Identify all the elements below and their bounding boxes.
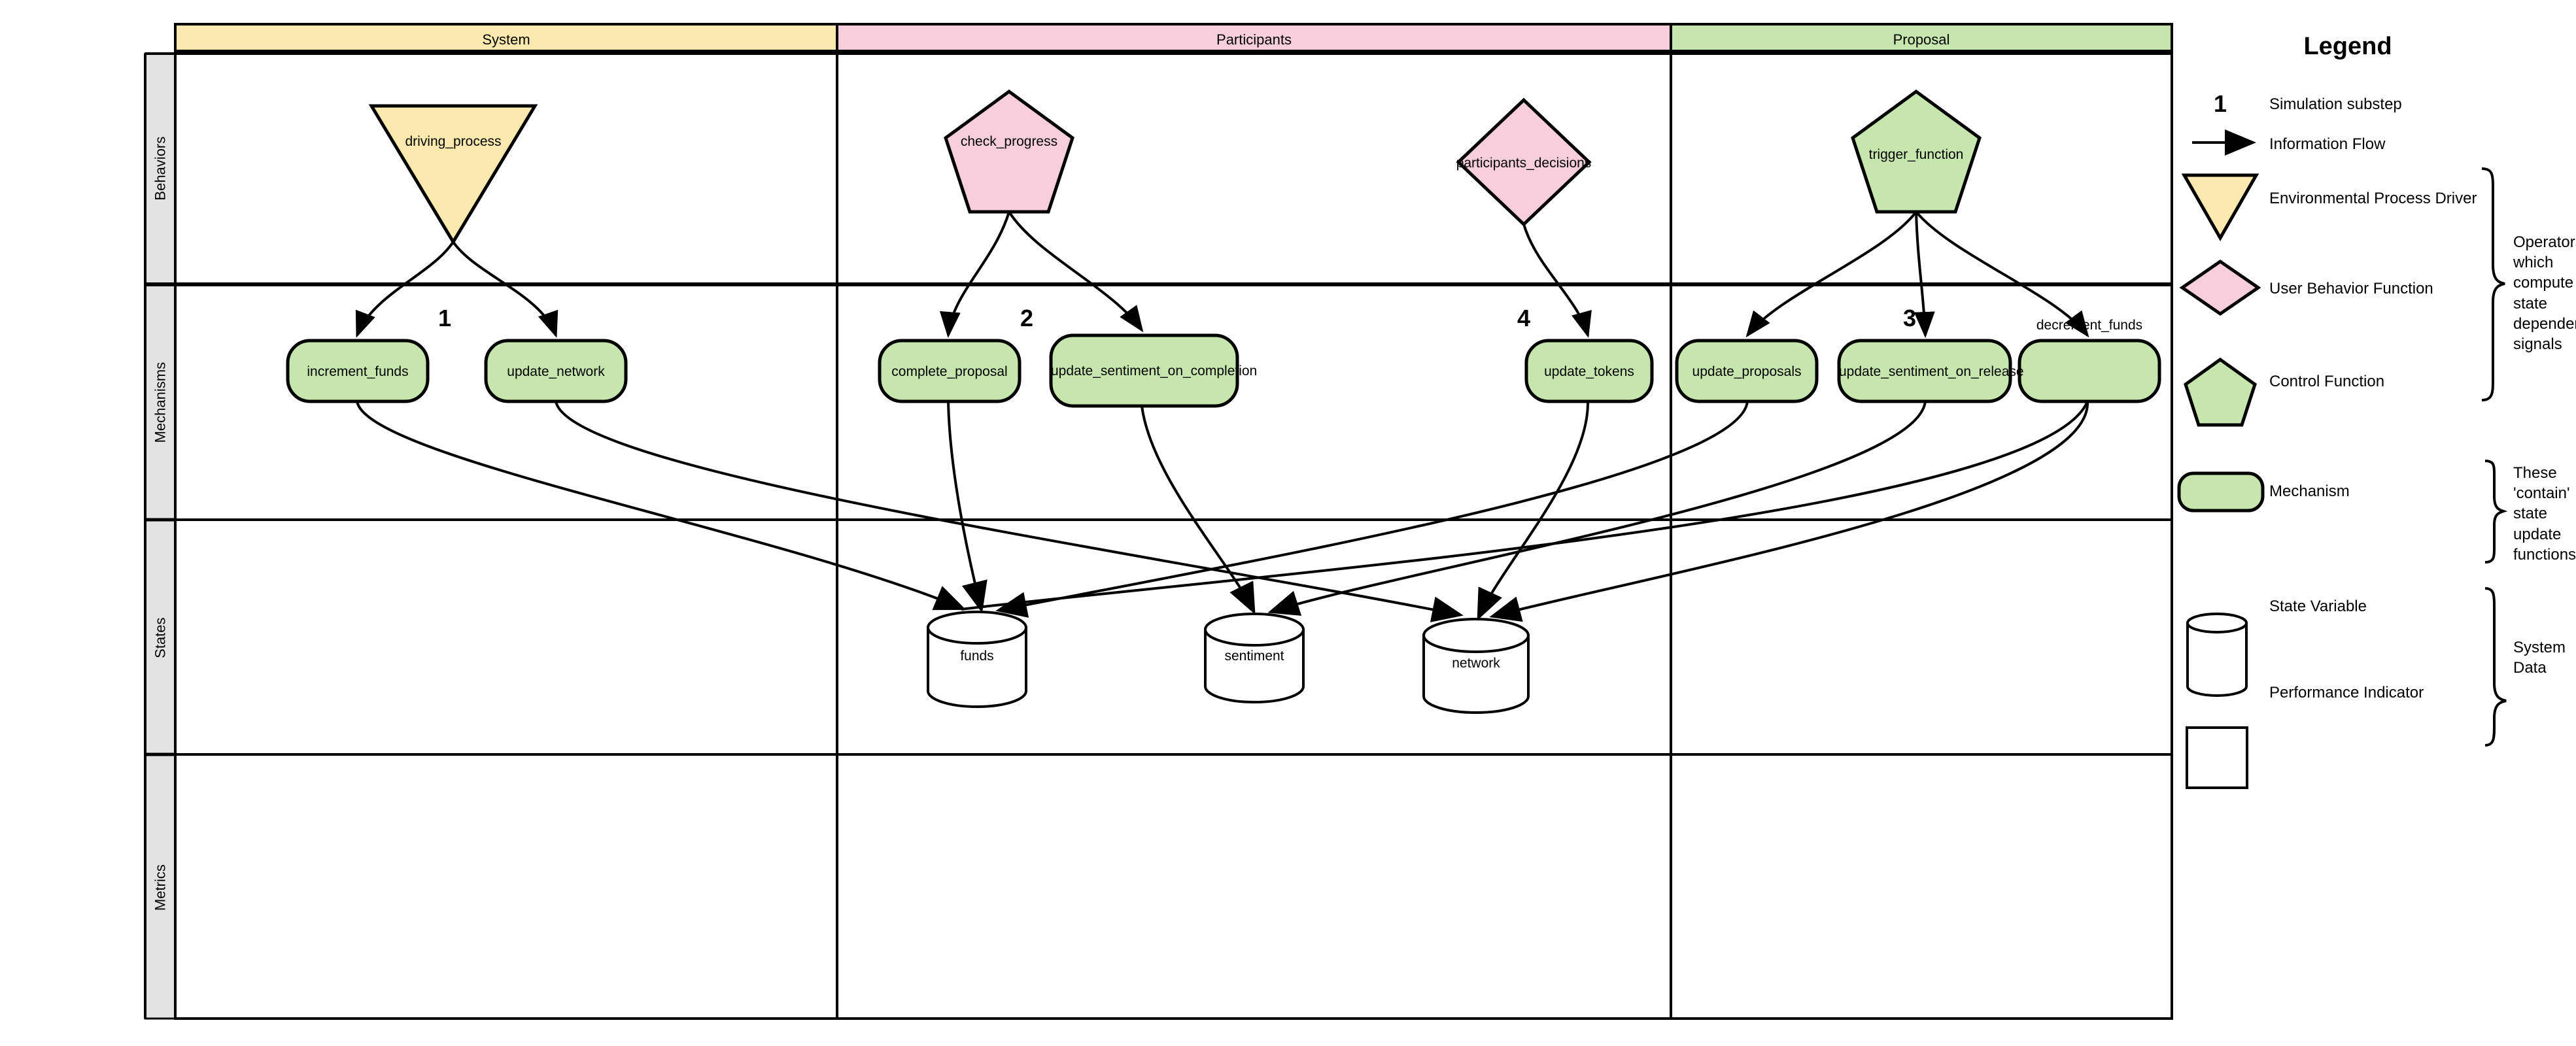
legend-diamond-icon	[2179, 259, 2261, 316]
behavior-shape-check-progress	[944, 89, 1074, 214]
legend-brace-mechanism	[2484, 460, 2508, 564]
state-shape-sentiment	[1204, 613, 1305, 703]
edge-trigger-function-to-update-sentiment-on-release	[1914, 211, 1935, 338]
column-header-participants	[836, 23, 1672, 52]
legend-rounded-rect-icon	[2177, 471, 2265, 513]
row-label-bg-states	[144, 519, 177, 755]
edge-increment-funds-to-funds	[356, 401, 967, 611]
mechanism-shape-update-network	[484, 339, 628, 403]
mechanism-shape-update-tokens	[1524, 339, 1654, 403]
behavior-shape-driving-process	[368, 104, 538, 245]
edge-check-progress-to-complete-proposal	[939, 211, 1010, 338]
mechanism-shape-update-proposals	[1675, 339, 1819, 403]
legend-triangle-down-icon	[2181, 173, 2259, 242]
edge-participants-decisions-to-update-tokens	[1522, 224, 1592, 338]
edge-update-sentiment-on-completion-to-sentiment	[1141, 405, 1256, 615]
edge-decrement-funds-to-funds	[961, 401, 2089, 611]
behavior-shape-participants-decisions	[1456, 97, 1592, 227]
edge-update-proposals-to-funds	[995, 401, 1749, 618]
column-header-proposal	[1670, 23, 2173, 52]
edge-trigger-function-to-update-proposals	[1745, 211, 1917, 338]
edge-decrement-funds-to-network	[1489, 401, 2089, 622]
state-shape-network	[1422, 618, 1530, 714]
row-label-bg-metrics	[144, 754, 177, 1020]
edge-trigger-function-to-decrement-funds	[1915, 211, 2089, 338]
edge-complete-proposal-to-funds	[947, 401, 987, 613]
behavior-shape-trigger-function	[1851, 89, 1982, 214]
edge-check-progress-to-update-sentiment-on-completion	[1008, 211, 1144, 333]
legend-brace-operators	[2481, 167, 2505, 401]
state-shape-funds	[927, 611, 1027, 708]
mechanism-shape-update-sentiment-on-completion	[1049, 333, 1239, 408]
edge-driving-process-to-increment-funds	[355, 241, 455, 338]
legend-rect-icon	[2186, 726, 2248, 789]
column-header-system	[174, 23, 838, 52]
legend-cylinder-icon	[2186, 613, 2248, 697]
legend-brace-system-data	[2484, 587, 2507, 747]
edge-update-tokens-to-network	[1477, 401, 1590, 621]
mechanism-shape-increment-funds	[286, 339, 430, 403]
edge-update-network-to-network	[555, 401, 1464, 622]
mechanism-shape-update-sentiment-on-release	[1837, 339, 2012, 403]
edge-update-sentiment-on-release-to-sentiment	[1267, 401, 1927, 616]
mechanism-shape-decrement-funds	[2018, 339, 2161, 403]
legend-pentagon-icon	[2184, 357, 2257, 427]
mechanism-shape-complete-proposal	[878, 339, 1022, 403]
edge-driving-process-to-update-network	[452, 241, 558, 338]
row-label-bg-behaviors	[144, 52, 177, 285]
row-label-bg-mechanisms	[144, 284, 177, 520]
